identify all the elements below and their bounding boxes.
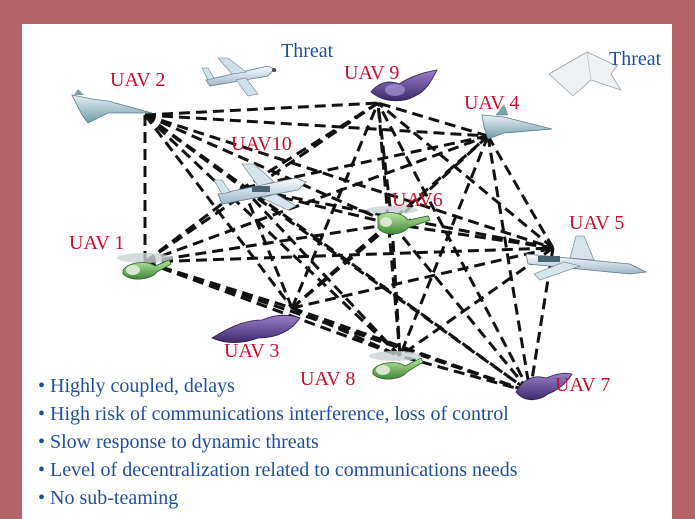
threat-left-label: Threat: [281, 40, 334, 62]
bullet-text: Highly coupled, delays: [50, 375, 235, 397]
link-uav6-uav7: [390, 223, 532, 393]
link-uav3-uav6: [291, 222, 393, 310]
uav-5-aircraft-icon: [525, 235, 648, 281]
link-uav1-uav4: [144, 134, 489, 264]
link-uav2-uav10: [144, 113, 244, 190]
uav-4-aircraft-icon: [481, 104, 553, 140]
uav-5-label: UAV 5: [569, 212, 625, 234]
link-uav1-uav6: [144, 222, 393, 264]
uav-9-aircraft-icon: [370, 69, 438, 102]
bullet-dot-icon: •: [38, 459, 46, 481]
link-uav3-uav10: [241, 187, 294, 309]
uav-8-label: UAV 8: [300, 368, 356, 390]
uav-4-label: UAV 4: [464, 92, 520, 114]
bullet-item: •No sub-teaming: [38, 484, 518, 512]
uav-7-label: UAV 7: [555, 374, 611, 396]
bullet-text: High risk of communications interference…: [50, 403, 509, 425]
bullet-item: •Slow response to dynamic threats: [38, 428, 518, 456]
bullet-list: •Highly coupled, delays •High risk of co…: [38, 372, 518, 512]
bullet-dot-icon: •: [38, 375, 46, 397]
link-uav2-uav7: [144, 113, 531, 394]
uav-10-aircraft-icon: [213, 163, 307, 211]
link-uav7-uav10: [242, 186, 531, 394]
threat-right-aircraft-icon: [548, 51, 622, 97]
bullet-item: •High risk of communications interferenc…: [38, 400, 518, 428]
uav-3-label: UAV 3: [224, 340, 280, 362]
link-uav1-uav5: [144, 246, 554, 264]
bullet-text: Level of decentralization related to com…: [50, 459, 518, 481]
uav-1-label: UAV 1: [69, 232, 125, 254]
link-uav4-uav9: [377, 101, 489, 138]
uav-2-aircraft-icon: [71, 89, 153, 124]
uav-8-aircraft-icon: [369, 351, 424, 380]
link-uav4-uav5: [486, 135, 555, 249]
threat-left-aircraft-icon: [201, 57, 276, 97]
uav-3-aircraft-icon: [211, 314, 301, 343]
threat-right-label: Threat: [609, 48, 662, 70]
link-uav9-uav10: [242, 101, 379, 190]
uav-7-aircraft-icon: [515, 372, 573, 401]
link-uav2-uav8: [143, 113, 402, 358]
bullet-item: •Level of decentralization related to co…: [38, 456, 518, 484]
link-uav2-uav4: [144, 113, 489, 138]
link-uav2-uav5: [144, 113, 554, 250]
link-uav2-uav3: [143, 114, 294, 309]
link-uav4-uav7: [486, 135, 532, 393]
link-uav8-uav10: [241, 186, 402, 358]
link-uav2-uav9: [144, 101, 379, 117]
bullet-text: Slow response to dynamic threats: [50, 431, 319, 453]
link-uav4-uav10: [242, 134, 489, 190]
link-uav1-uav8: [144, 260, 401, 358]
bullet-text: No sub-teaming: [50, 487, 179, 509]
link-uav7-uav9: [376, 102, 532, 393]
uav-9-label: UAV 9: [344, 62, 400, 84]
uav-6-label: UAV6: [392, 189, 443, 211]
uav-2-label: UAV 2: [110, 69, 166, 91]
link-uav4-uav8: [398, 135, 490, 357]
link-uav3-uav8: [291, 306, 401, 358]
link-uav2-uav6: [144, 113, 393, 226]
link-uav5-uav9: [377, 101, 554, 250]
link-uav5-uav8: [399, 246, 554, 358]
bullet-dot-icon: •: [38, 487, 46, 509]
bullet-dot-icon: •: [38, 403, 46, 425]
uav-6-aircraft-icon: [366, 206, 431, 235]
bullet-item: •Highly coupled, delays: [38, 372, 518, 400]
uav-10-label: UAV10: [231, 133, 292, 155]
link-uav6-uav9: [376, 102, 394, 225]
bullet-dot-icon: •: [38, 431, 46, 453]
uav-1-aircraft-icon: [117, 253, 173, 280]
link-lines: [143, 101, 555, 394]
